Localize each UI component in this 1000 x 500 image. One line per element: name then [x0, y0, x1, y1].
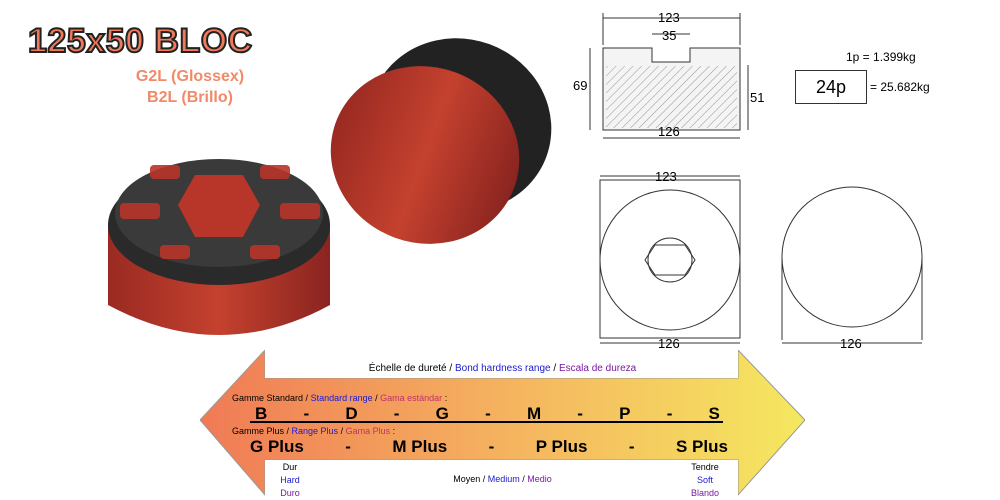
grade-p-plus: P Plus [535, 437, 588, 456]
unit-weight: 1p = 1.399kg [846, 50, 916, 64]
product-photo [108, 38, 552, 335]
colon: : [444, 393, 448, 403]
soft-en: Soft [696, 475, 713, 485]
dim-slot: 35 [662, 28, 676, 43]
plus-grades: G Plus - M Plus - P Plus - S Plus [250, 437, 728, 457]
medium-en: Medium [487, 474, 520, 484]
grade-dash: - [488, 437, 495, 456]
dim-top-view-bottom: 126 [658, 336, 680, 351]
soft-fr: Tendre [691, 462, 719, 472]
plus-range-label: Gamme Plus / Range Plus / Gama Plus : [232, 426, 396, 436]
top-view-drawing: 123 126 [599, 169, 741, 351]
standard-grades: B- D- G- M- P- S [255, 404, 720, 424]
section-drawing: 123 35 69 51 126 [573, 10, 764, 139]
dim-height: 69 [573, 78, 587, 93]
scale-title-es: Escala de dureza [558, 363, 637, 374]
grade-dash: - [577, 404, 583, 423]
dim-body: 51 [750, 90, 764, 105]
scale-title: Échelle de dureté / Bond hardness range … [200, 363, 805, 374]
hard-fr: Dur [282, 462, 298, 472]
dim-round: 126 [840, 336, 862, 351]
standard-es: Gama estándar [380, 393, 443, 403]
grade-s: S [708, 404, 720, 423]
colon: : [392, 426, 396, 436]
product-title: 125x50 BLOC [27, 21, 253, 61]
grade-dash: - [303, 404, 310, 423]
grade-g-plus: G Plus [250, 437, 304, 456]
separator: / [553, 363, 557, 374]
grade-dash: - [345, 437, 351, 456]
grade-m-plus: M Plus [392, 437, 448, 456]
pack-weight: = 25.682kg [870, 80, 930, 94]
scale-title-fr: Échelle de dureté [368, 363, 447, 374]
grade-dash: - [628, 437, 635, 456]
subtitle-glossex: G2L (Glossex) [135, 68, 245, 85]
pack-count: 24p [795, 70, 867, 104]
scale-title-en: Bond hardness range [454, 363, 551, 374]
medium-fr: Moyen [453, 474, 481, 484]
medium-es: Medio [527, 474, 552, 484]
dim-bottom: 126 [658, 124, 680, 139]
grade-dash: - [485, 404, 491, 423]
grade-d: D [345, 404, 358, 423]
round-view-drawing: 126 [781, 186, 923, 351]
dim-top-view: 123 [655, 169, 677, 184]
separator: / [449, 363, 453, 374]
plus-fr: Gamme Plus [232, 426, 285, 436]
soft-es: Blando [690, 488, 720, 498]
hard-en: Hard [280, 475, 300, 485]
medium-label: Moyen / Medium / Medio [453, 474, 552, 484]
grade-g: G [435, 404, 449, 423]
plus-en: Range Plus [291, 426, 339, 436]
grade-p: P [619, 404, 631, 423]
subtitle-brillo: B2L (Brillo) [147, 89, 233, 106]
standard-range-label: Gamme Standard / Standard range / Gama e… [232, 393, 448, 403]
grade-b: B [255, 404, 268, 423]
grade-dash: - [393, 404, 400, 423]
standard-en: Standard range [310, 393, 373, 403]
block-tilted [330, 38, 552, 244]
hard-es: Duro [280, 488, 300, 498]
grade-dash: - [666, 404, 673, 423]
standard-fr: Gamme Standard [232, 393, 304, 403]
plus-es: Gama Plus [345, 426, 391, 436]
grade-s-plus: S Plus [675, 437, 728, 456]
block-upright [108, 159, 330, 335]
grade-m: M [526, 404, 542, 423]
hardness-arrow [200, 350, 805, 500]
dim-top: 123 [658, 10, 680, 25]
